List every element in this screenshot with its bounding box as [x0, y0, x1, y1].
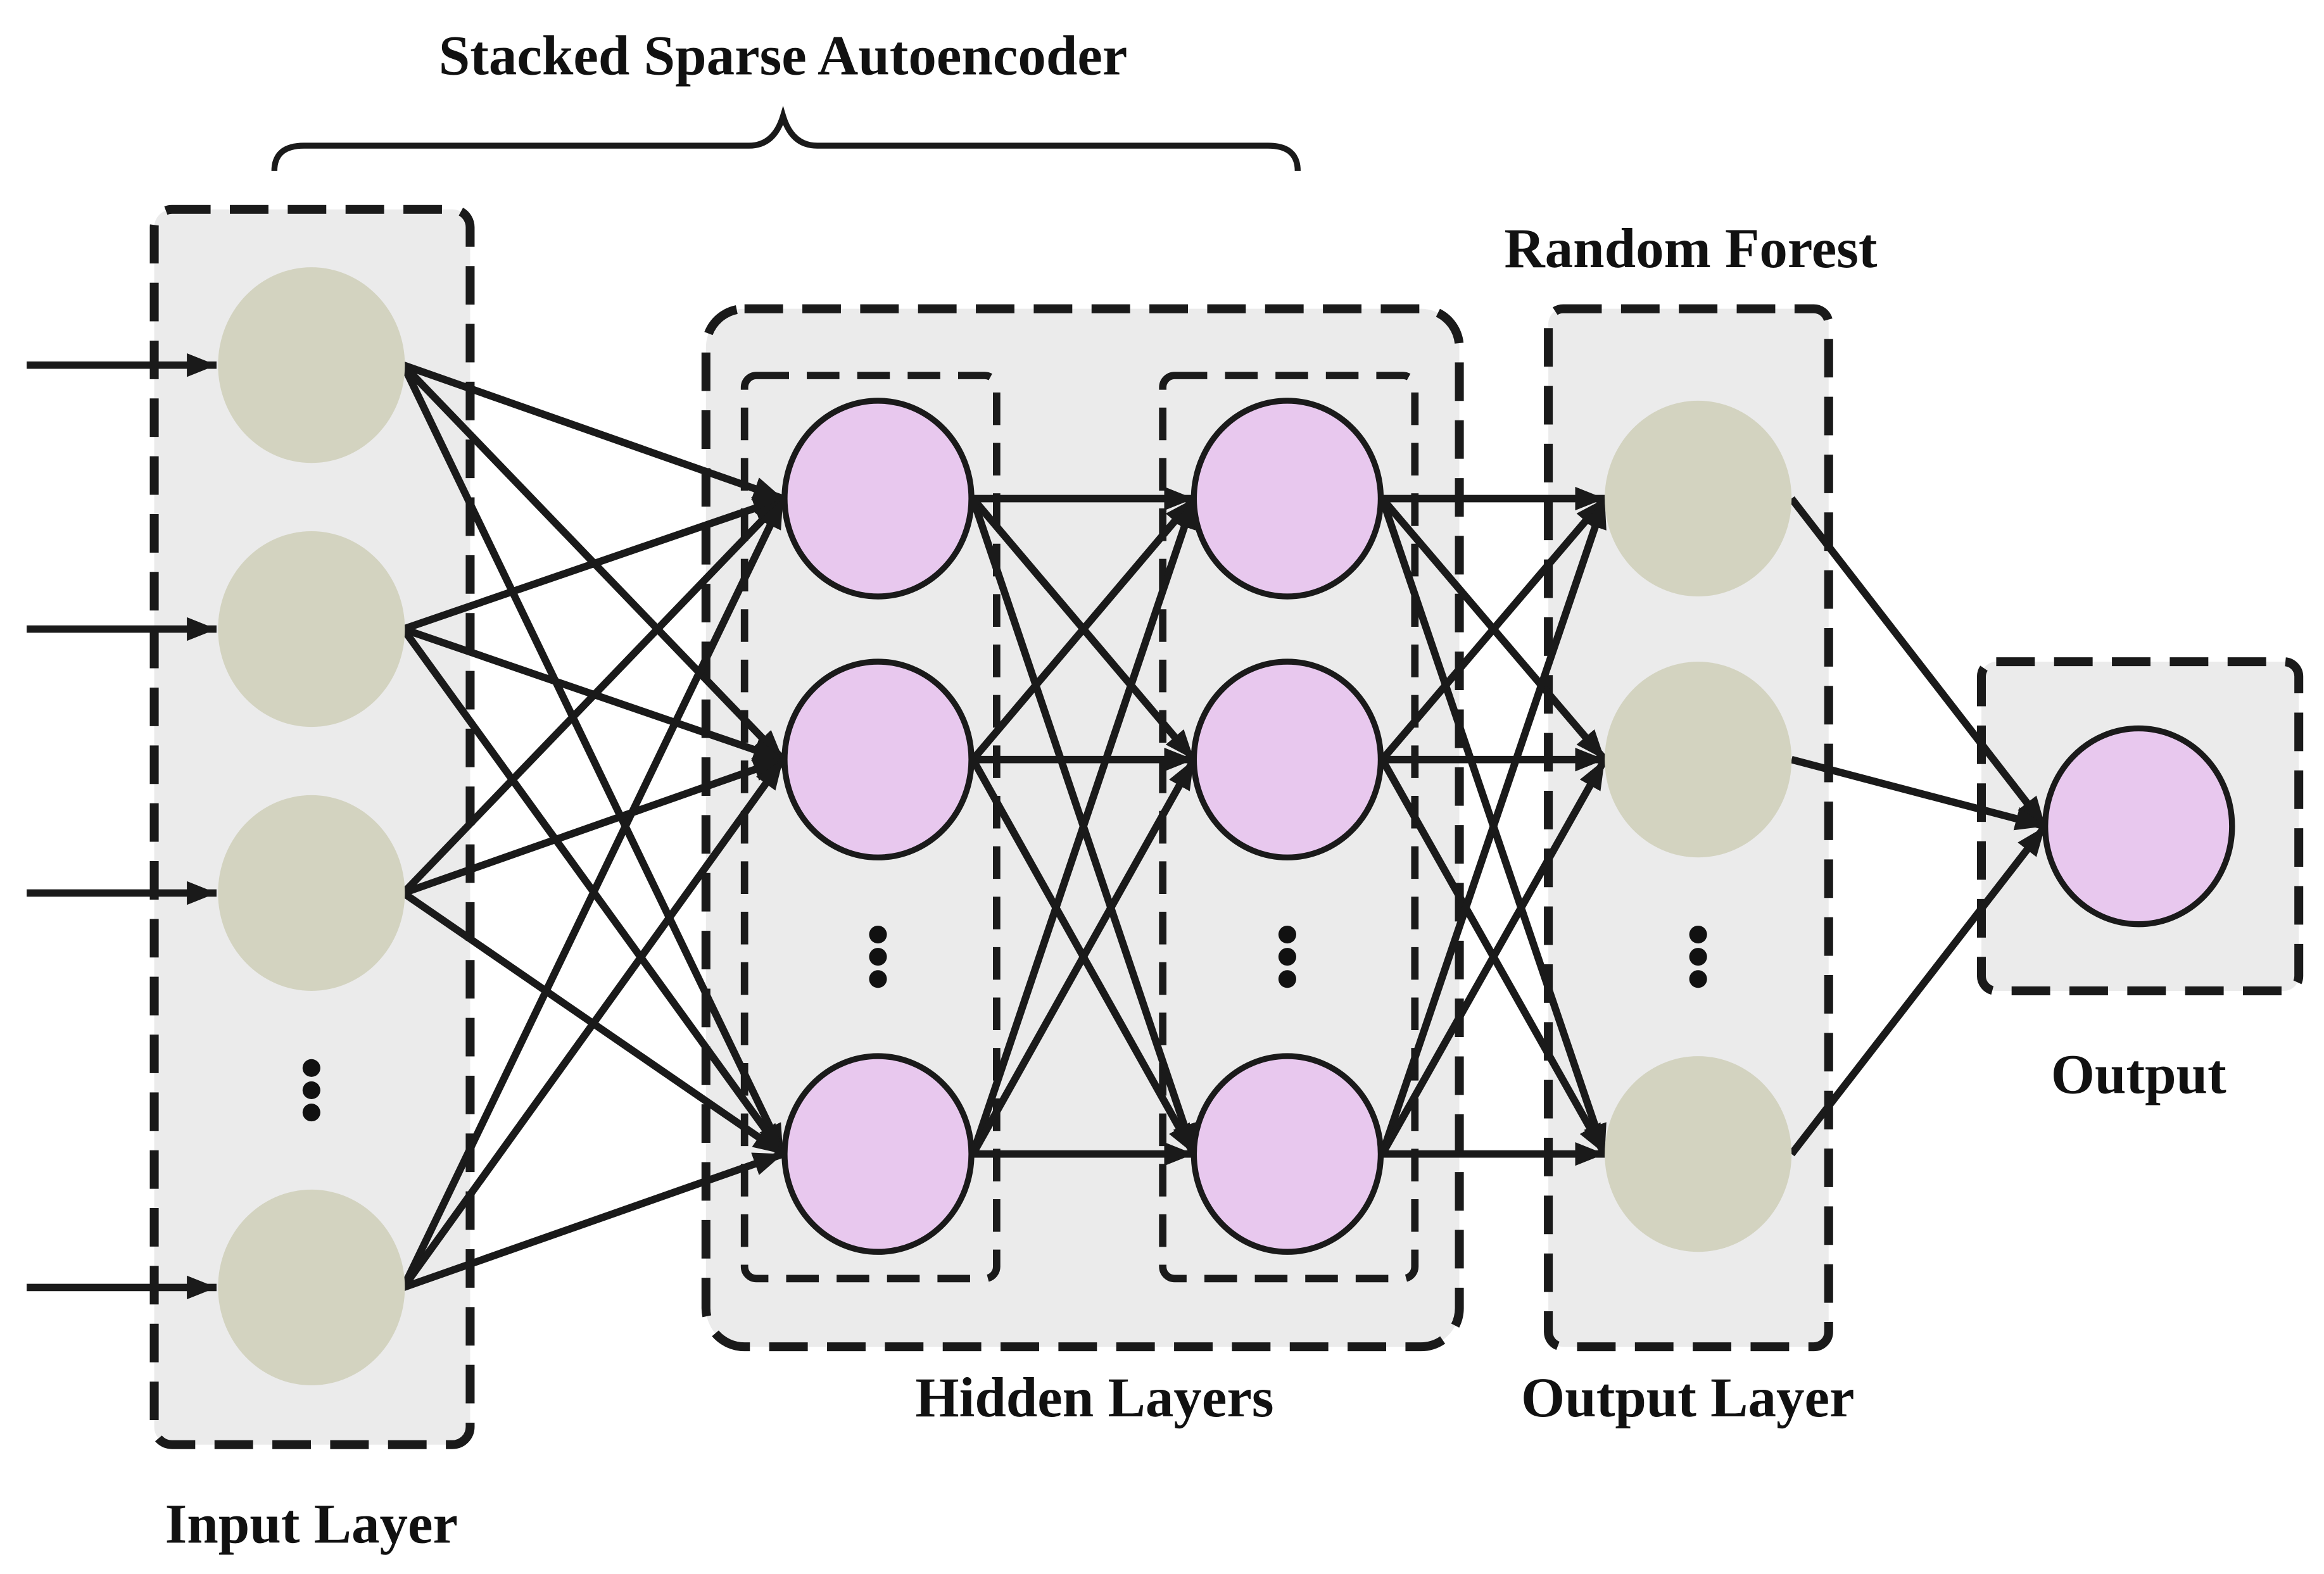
- output-label: Output: [2051, 1044, 2226, 1106]
- edge-input-hidden1: [402, 362, 785, 502]
- edge-input-hidden1: [402, 494, 785, 633]
- edge-input-hidden1: [400, 496, 786, 896]
- hidden1-node: [781, 658, 975, 860]
- hidden1-ellipsis-icon: [869, 925, 887, 988]
- random-forest-label: Random Forest: [1504, 218, 1877, 280]
- edge-output-final: [1788, 496, 2049, 829]
- hidden2-node: [1190, 398, 1384, 600]
- hidden-layer-2-box: [1159, 372, 1419, 1283]
- edge-output-final: [1788, 824, 2049, 1157]
- edge-output-final: [1790, 756, 2047, 831]
- output-node: [2042, 725, 2235, 928]
- input-node: [218, 1189, 405, 1386]
- hidden2-node: [1190, 1053, 1384, 1255]
- stacked-autoencoder-label: Stacked Sparse Autoencoder: [439, 25, 1128, 87]
- edge-hidden1-hidden2: [969, 496, 1197, 762]
- input-node: [218, 795, 405, 992]
- hidden-layer-1-box: [740, 372, 1001, 1283]
- input-node: [218, 531, 405, 727]
- edge-hidden2-output: [1379, 496, 1608, 762]
- output-layer-node: [1605, 662, 1792, 858]
- input-layer-label: Input Layer: [165, 1493, 458, 1555]
- hidden1-node: [781, 398, 975, 600]
- network-nodes: [218, 267, 2235, 1386]
- connection-edges: [27, 353, 2049, 1300]
- edge-input-hidden1: [402, 1150, 785, 1291]
- hidden1-node: [781, 1053, 975, 1255]
- edge-hidden1-hidden2: [969, 497, 1197, 1155]
- hidden2-ellipsis-icon: [1278, 925, 1296, 988]
- output-layer-node: [1605, 1056, 1792, 1252]
- input-node: [218, 267, 405, 463]
- edge-hidden2-output: [1379, 497, 1608, 1155]
- edge-input-hidden1: [400, 757, 786, 1290]
- output-layer-ellipsis-icon: [1689, 925, 1707, 988]
- output-layer-node: [1605, 400, 1792, 597]
- edge-hidden2-output: [1379, 757, 1608, 1156]
- hidden-layers-label: Hidden Layers: [915, 1367, 1273, 1429]
- edge-hidden1-hidden2: [969, 757, 1197, 1156]
- autoencoder-brace: [271, 105, 1301, 172]
- output-layer-label: Output Layer: [1521, 1367, 1855, 1429]
- edge-input-hidden1: [400, 496, 786, 1289]
- edge-input-hidden1: [402, 756, 785, 897]
- input-ellipsis-icon: [302, 1059, 320, 1122]
- edge-input-hidden1: [400, 363, 786, 1156]
- hidden2-node: [1190, 658, 1384, 860]
